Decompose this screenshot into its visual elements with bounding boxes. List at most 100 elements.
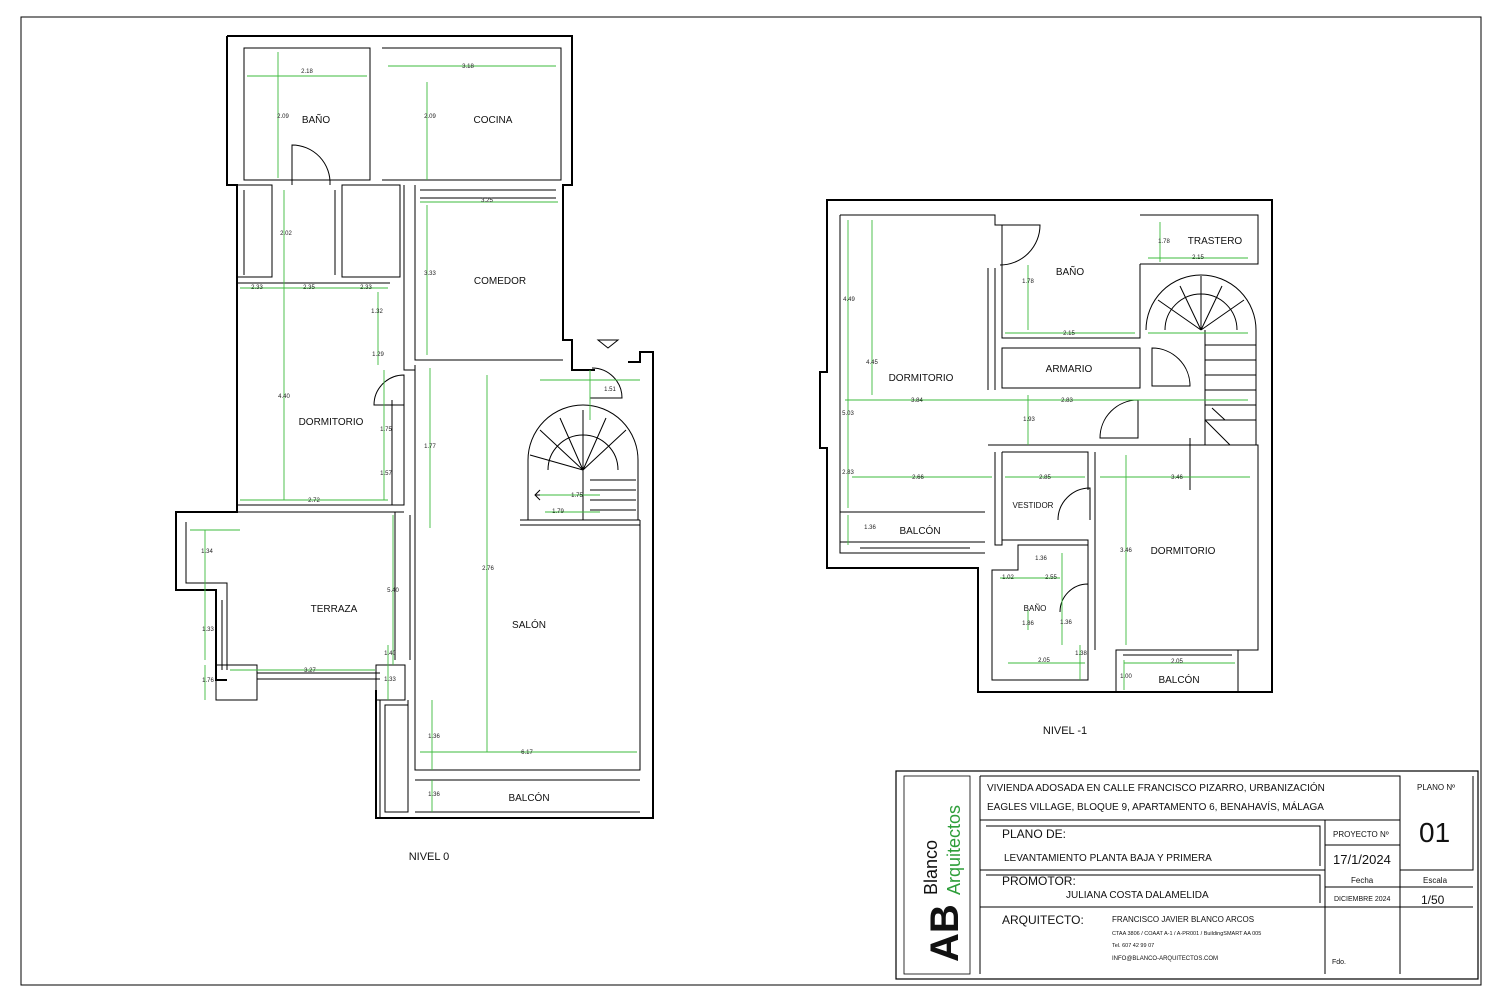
room-label-cocina: COCINA — [474, 115, 513, 126]
dimension-label: 2.18 — [301, 69, 313, 75]
level0-dimension-lines — [190, 52, 640, 812]
dimension-label: 1.36 — [1060, 620, 1072, 626]
room-label-bano2: BAÑO — [1024, 604, 1047, 613]
dimension-label: 4.40 — [278, 394, 290, 400]
dimension-label: 1.51 — [604, 387, 616, 393]
dimension-label: 1.76 — [202, 678, 214, 684]
dimension-label: 1.02 — [1002, 575, 1014, 581]
level-1-dimension-labels: 1.78 2.15 1.78 2.15 4.49 4.45 3.84 2.83 … — [842, 239, 1204, 680]
room-label-trastero: TRASTERO — [1188, 236, 1243, 247]
promotor-label: PROMOTOR: — [1002, 874, 1076, 888]
dimension-label: 1.00 — [1120, 674, 1132, 680]
dimension-label: 1.29 — [372, 352, 384, 358]
logo-mark: AB — [923, 904, 967, 962]
arquitecto-label: ARQUITECTO: — [1002, 913, 1084, 927]
dimension-label: 3.18 — [462, 64, 474, 70]
dimension-label: 1.36 — [864, 525, 876, 531]
dimension-label: 2.85 — [1039, 475, 1051, 481]
dimension-label: 1.33 — [202, 627, 214, 633]
promotor: JULIANA COSTA DALAMELIDA — [1066, 890, 1209, 901]
dimension-label: 2.09 — [277, 114, 289, 120]
dimension-label: 3.25 — [481, 198, 493, 204]
dimension-label: 1.75 — [380, 427, 392, 433]
dimension-label: 5.40 — [387, 588, 399, 594]
plano-no-label: PLANO Nº — [1417, 783, 1455, 792]
dimension-label: 4.49 — [843, 297, 855, 303]
dimension-label: 2.66 — [912, 475, 924, 481]
dimension-label: 2.15 — [1063, 331, 1075, 337]
title-block: Blanco Arquitectos AB VIVIENDA ADOSADA E… — [895, 770, 1479, 980]
dimension-label: 1.78 — [1022, 279, 1034, 285]
dimension-label: 2.05 — [1038, 658, 1050, 664]
dimension-label: 1.86 — [1022, 621, 1034, 627]
dimension-label: 2.35 — [303, 285, 315, 291]
dimension-label: 1.36 — [1035, 556, 1047, 562]
room-label-terraza: TERRAZA — [311, 604, 358, 615]
dimension-label: 1.78 — [1158, 239, 1170, 245]
arquitecto-registration: CTAA 3806 / COAAT A-1 / A-PR001 / Buildi… — [1112, 931, 1261, 937]
dimension-label: 5.03 — [842, 411, 854, 417]
dimension-label: 1.34 — [201, 549, 213, 555]
dimension-label: 2.55 — [1045, 575, 1057, 581]
room-label-balcon-a: BALCÓN — [899, 524, 940, 537]
dimension-label: 1.33 — [384, 677, 396, 683]
room-label-bano: BAÑO — [1056, 265, 1085, 278]
dimension-label: 2.02 — [280, 231, 292, 237]
level-1-dimension-lines — [845, 220, 1250, 690]
dimension-label: 2.09 — [424, 114, 436, 120]
room-label-armario: ARMARIO — [1046, 364, 1093, 375]
dimension-label: 3.46 — [1171, 475, 1183, 481]
dimension-label: 2.83 — [1061, 398, 1073, 404]
dimension-label: 4.45 — [866, 360, 878, 366]
room-label-salon: SALÓN — [512, 618, 546, 631]
room-label-bano: BAÑO — [302, 113, 331, 126]
room-label-comedor: COMEDOR — [474, 276, 526, 287]
dimension-label: 2.83 — [842, 470, 854, 476]
project-line-2: EAGLES VILLAGE, BLOQUE 9, APARTAMENTO 6,… — [987, 800, 1324, 813]
arquitecto-email: INFO@BLANCO-ARQUITECTOS.COM — [1112, 956, 1218, 962]
level-minus-1-title: NIVEL -1 — [1043, 725, 1087, 737]
escala-label: Escala — [1423, 876, 1448, 885]
level0-dimension-labels: 2.18 2.09 3.18 2.09 3.25 3.33 2.02 2.33 … — [201, 64, 616, 798]
plano-de-label: PLANO DE: — [1002, 827, 1066, 841]
plan-level-0: 2.18 2.09 3.18 2.09 3.25 3.33 2.02 2.33 … — [175, 35, 654, 863]
arquitecto-name: FRANCISCO JAVIER BLANCO ARCOS — [1112, 915, 1254, 924]
room-label-dormitorio-b: DORMITORIO — [1151, 546, 1216, 557]
plano-no: 01 — [1419, 817, 1450, 848]
sheet-border — [20, 16, 1482, 986]
dimension-label: 1.38 — [1075, 651, 1087, 657]
proyecto-label: PROYECTO Nº — [1333, 830, 1389, 839]
dimension-label: 6.17 — [521, 750, 533, 756]
dimension-label: 2.05 — [1171, 659, 1183, 665]
dimension-label: 3.27 — [304, 668, 316, 674]
level-0-title: NIVEL 0 — [409, 851, 450, 863]
dimension-label: 1.57 — [380, 471, 392, 477]
dimension-label: 1.36 — [428, 792, 440, 798]
logo-word-blanco: Blanco — [921, 840, 941, 895]
dimension-label: 2.33 — [251, 285, 263, 291]
dimension-label: 1.79 — [552, 509, 564, 515]
room-label-dormitorio-a: DORMITORIO — [889, 373, 954, 384]
room-label-balcon: BALCÓN — [508, 791, 549, 804]
dimension-label: 3.84 — [911, 398, 923, 404]
logo-word-arquitectos: Arquitectos — [944, 805, 964, 895]
dimension-label: 1.77 — [424, 444, 436, 450]
arquitecto-phone: Tel. 607 42 99 07 — [1112, 943, 1154, 949]
dimension-label: 2.76 — [482, 566, 494, 572]
dimension-label: 2.72 — [308, 498, 320, 504]
escala: 1/50 — [1421, 893, 1445, 907]
dimension-label: 1.40 — [384, 651, 396, 657]
dimension-label: 1.75 — [571, 493, 583, 499]
plan-level-minus-1: 1.78 2.15 1.78 2.15 4.49 4.45 3.84 2.83 … — [819, 199, 1273, 737]
room-label-balcon-b: BALCÓN — [1158, 673, 1199, 686]
dimension-label: 2.33 — [360, 285, 372, 291]
logo: Blanco Arquitectos AB — [921, 805, 967, 962]
fecha: DICIEMBRE 2024 — [1334, 896, 1391, 903]
dimension-label: 3.33 — [424, 271, 436, 277]
dimension-label: 2.15 — [1192, 255, 1204, 261]
room-label-vestidor: VESTIDOR — [1013, 501, 1054, 510]
firma-label: Fdo. — [1332, 959, 1346, 966]
dimension-label: 3.46 — [1120, 548, 1132, 554]
proyecto-number: 17/1/2024 — [1333, 852, 1391, 867]
